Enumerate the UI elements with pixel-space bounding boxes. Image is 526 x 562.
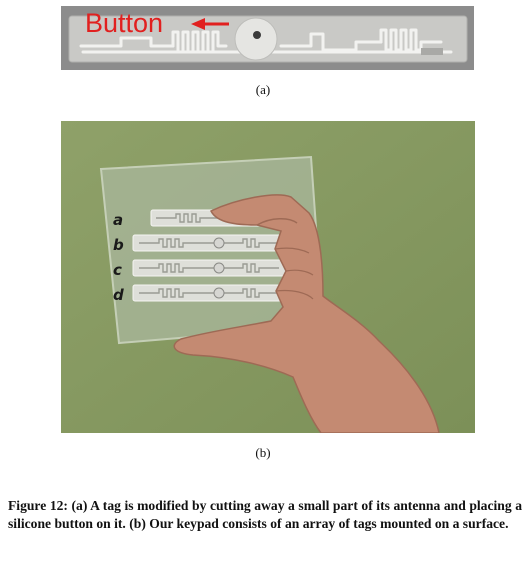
subfigure-label-b: (b) (255, 445, 271, 460)
figure-caption: Figure 12: (a) A tag is modified by cutt… (8, 498, 522, 531)
button-callout-label: Button (85, 8, 163, 38)
silicone-button-image (234, 17, 278, 61)
tag-label-c: c (113, 261, 122, 279)
tag-label-a: a (113, 211, 123, 229)
tag-label-d: d (113, 286, 124, 304)
subfigure-label-a: (a) (255, 82, 271, 97)
keypad-photo: a b c d (61, 121, 475, 433)
hand-image (173, 194, 440, 433)
tag-closeup-photo: Button (61, 6, 474, 70)
callout-arrow (191, 18, 229, 30)
tag-label-b: b (113, 236, 124, 254)
